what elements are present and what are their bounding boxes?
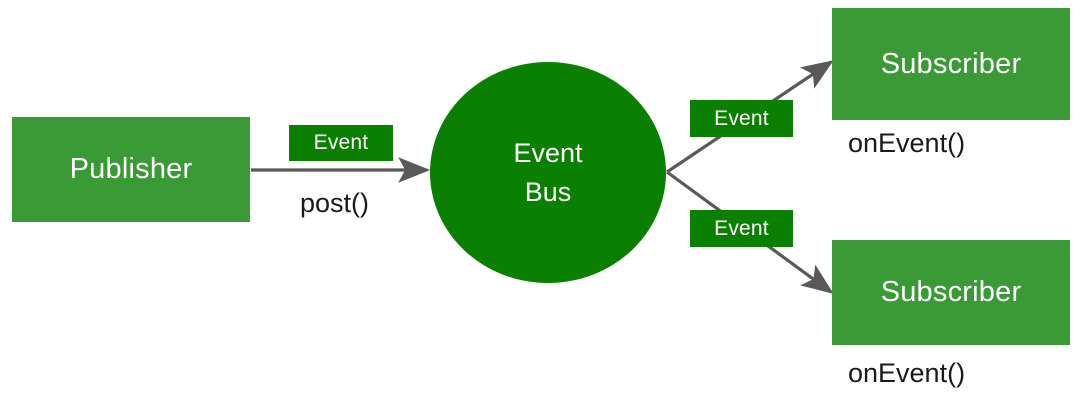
edge-label-post: post() (300, 188, 369, 219)
tag-event-post: Event (289, 125, 393, 161)
caption-on-event-top-text: onEvent() (848, 128, 966, 158)
node-subscriber-bottom-label: Subscriber (880, 276, 1022, 308)
tag-event-top-label: Event (714, 106, 769, 130)
caption-on-event-bottom-text: onEvent() (848, 358, 966, 388)
caption-on-event-top: onEvent() (848, 128, 965, 159)
tag-event-bottom-label: Event (714, 216, 769, 240)
node-subscriber-top[interactable]: Subscriber (832, 8, 1070, 120)
node-publisher[interactable]: Publisher (12, 117, 250, 222)
caption-on-event-bottom: onEvent() (848, 358, 965, 389)
node-publisher-label: Publisher (69, 153, 193, 185)
tag-event-top: Event (690, 100, 793, 137)
node-event-bus-label-line1: Event (513, 138, 583, 169)
tag-event-post-label: Event (313, 131, 369, 154)
edge-label-post-text: post() (300, 188, 370, 218)
node-subscriber-top-label: Subscriber (880, 47, 1022, 80)
node-event-bus[interactable]: Event Bus (430, 62, 666, 283)
node-event-bus-label-line2: Bus (524, 176, 572, 207)
tag-event-bottom: Event (690, 210, 793, 247)
node-subscriber-bottom[interactable]: Subscriber (832, 240, 1070, 345)
